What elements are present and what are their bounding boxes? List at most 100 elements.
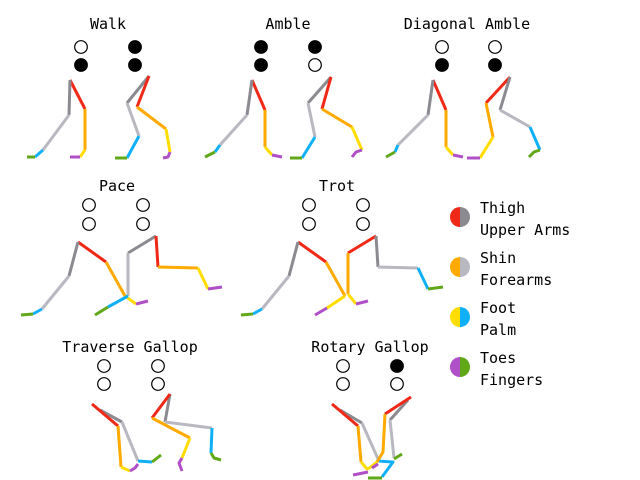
limb-toes bbox=[314, 306, 328, 317]
legend-item-foot-palm: Foot Palm bbox=[450, 299, 516, 339]
gait-traverse-gallop: Traverse Gallop bbox=[62, 338, 222, 473]
footfall-filled-icon bbox=[435, 58, 449, 72]
limb-forearm bbox=[388, 419, 396, 459]
footfall-open-icon bbox=[82, 198, 96, 212]
footfall-filled-icon bbox=[254, 40, 268, 54]
limb-fingers bbox=[527, 148, 541, 159]
limb-shin bbox=[321, 107, 353, 129]
limb-toes bbox=[135, 299, 149, 306]
limb-palm bbox=[107, 294, 129, 309]
limb-foot bbox=[196, 267, 210, 290]
limb-forearm bbox=[40, 275, 71, 310]
limb-toes bbox=[352, 470, 369, 477]
footfall-open-icon bbox=[488, 40, 502, 54]
limb-toes bbox=[355, 299, 369, 306]
limb-palm bbox=[34, 148, 44, 159]
limb-foot bbox=[350, 126, 364, 151]
legend-item-toes-fingers: Toes Fingers bbox=[450, 349, 543, 389]
limb-foot bbox=[263, 146, 274, 156]
limb-fingers bbox=[209, 452, 222, 462]
limb-foot bbox=[164, 128, 172, 153]
legend-label-secondary: Palm bbox=[480, 321, 516, 339]
limb-foot bbox=[78, 149, 87, 158]
limb-thigh bbox=[384, 395, 412, 416]
footfall-open-icon bbox=[336, 359, 350, 373]
limb-forearm bbox=[499, 108, 531, 129]
footfall-open-icon bbox=[390, 377, 404, 391]
limb-forearm bbox=[260, 275, 291, 310]
limb-forearm bbox=[218, 113, 249, 147]
footfall-filled-icon bbox=[390, 359, 404, 373]
footfall-open-icon bbox=[151, 377, 165, 391]
limb-foot bbox=[346, 293, 358, 305]
limb-fingers bbox=[240, 312, 254, 317]
limb-forearm bbox=[164, 420, 213, 430]
legend-label-secondary: Fingers bbox=[480, 371, 543, 389]
footfall-filled-icon bbox=[254, 58, 268, 72]
limb-palm bbox=[252, 307, 263, 316]
limb-forearm bbox=[120, 421, 140, 462]
limb-palm bbox=[32, 307, 43, 316]
limb-palm bbox=[377, 459, 395, 478]
limb-palm bbox=[213, 144, 222, 153]
limb-thigh bbox=[320, 76, 333, 110]
legend-label-secondary: Upper Arms bbox=[480, 221, 570, 239]
limb-thigh bbox=[150, 393, 172, 419]
footfall-open-icon bbox=[302, 217, 316, 231]
gait-pace: Pace bbox=[20, 177, 223, 317]
limb-thigh bbox=[91, 402, 119, 428]
footfall-open-icon bbox=[82, 217, 96, 231]
limb-forearm bbox=[41, 114, 71, 151]
footfall-open-icon bbox=[356, 217, 370, 231]
limb-shin bbox=[136, 105, 167, 131]
limb-thigh bbox=[484, 75, 512, 105]
limb-toes bbox=[371, 462, 379, 470]
gait-amble: Amble bbox=[204, 15, 364, 160]
limb-shin bbox=[324, 261, 347, 297]
limb-palm bbox=[528, 126, 542, 151]
limb-palm bbox=[137, 459, 153, 464]
legend-swatch-icon bbox=[450, 257, 470, 277]
legend-label-primary: Thigh bbox=[480, 199, 525, 217]
limb-thigh bbox=[68, 79, 87, 110]
limb-forearm bbox=[125, 102, 141, 137]
limb-forearm bbox=[306, 102, 317, 138]
limb-thigh bbox=[331, 402, 359, 428]
footfall-filled-icon bbox=[74, 58, 88, 72]
limb-toes bbox=[177, 457, 184, 472]
limb-fingers bbox=[393, 452, 403, 461]
limb-upper-arm bbox=[374, 235, 380, 268]
footfall-open-icon bbox=[435, 40, 449, 54]
limb-thigh bbox=[431, 79, 448, 111]
limb-foot bbox=[180, 437, 192, 459]
legend-item-shin-forearms: Shin Forearms bbox=[450, 249, 552, 289]
limb-shin bbox=[116, 425, 123, 468]
legend-swatch-icon bbox=[450, 357, 470, 377]
limb-shin bbox=[157, 265, 199, 270]
limb-shin bbox=[356, 425, 363, 463]
gait-title: Pace bbox=[99, 177, 135, 195]
footfall-filled-icon bbox=[488, 58, 502, 72]
gait-title: Walk bbox=[90, 15, 126, 33]
limb-foot bbox=[326, 294, 346, 310]
limb-upper-arm bbox=[426, 79, 435, 116]
limb-shin bbox=[104, 261, 127, 297]
footfall-open-icon bbox=[356, 198, 370, 212]
legend-item-thigh-upper-arms: Thigh Upper Arms bbox=[450, 199, 570, 239]
limb-toes bbox=[350, 148, 363, 158]
limb-fingers bbox=[94, 305, 109, 317]
legend: Thigh Upper Arms Shin Forearms Foot Palm bbox=[450, 199, 570, 389]
limb-foot bbox=[120, 465, 131, 473]
limb-thigh bbox=[135, 75, 151, 108]
gait-trot: Trot bbox=[240, 177, 444, 317]
limb-upper-arm bbox=[306, 76, 333, 104]
footfall-filled-icon bbox=[128, 40, 142, 54]
limb-fingers bbox=[385, 150, 396, 159]
legend-swatch-icon bbox=[450, 207, 470, 227]
limb-palm bbox=[393, 144, 400, 153]
legend-label-primary: Foot bbox=[480, 299, 516, 317]
limb-upper-arm bbox=[127, 234, 157, 255]
limb-toes bbox=[452, 153, 464, 159]
limb-toes bbox=[271, 153, 283, 159]
